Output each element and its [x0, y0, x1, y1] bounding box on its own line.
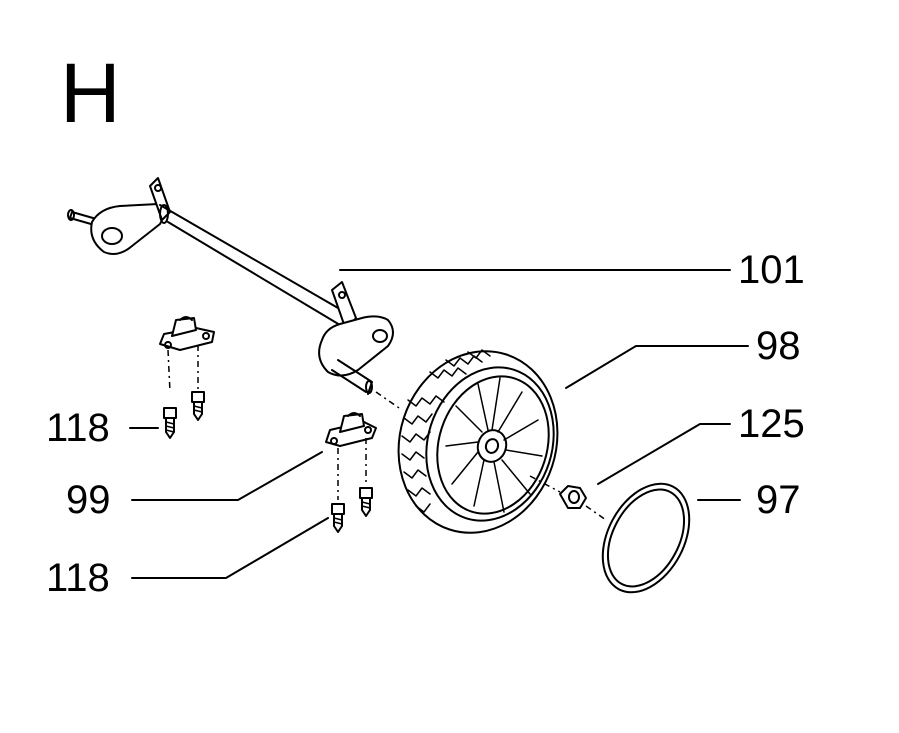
upper-bracket	[159, 316, 215, 393]
wheel-part	[397, 349, 559, 534]
upper-screws	[163, 391, 205, 439]
callout-98: 98	[756, 324, 801, 368]
callout-97: 97	[756, 478, 801, 522]
lower-screws	[331, 487, 373, 533]
callout-101: 101	[738, 248, 805, 292]
leader-lines	[129, 269, 749, 579]
hubcap-part	[601, 482, 691, 594]
axle-part	[67, 177, 403, 411]
lower-bracket	[325, 412, 377, 500]
callout-99: 99	[66, 478, 111, 522]
callout-118-upper: 118	[46, 406, 110, 450]
callout-118-lower: 118	[46, 556, 110, 600]
section-letter: H	[60, 46, 121, 140]
nut-part	[529, 475, 607, 521]
callout-125: 125	[738, 402, 805, 446]
